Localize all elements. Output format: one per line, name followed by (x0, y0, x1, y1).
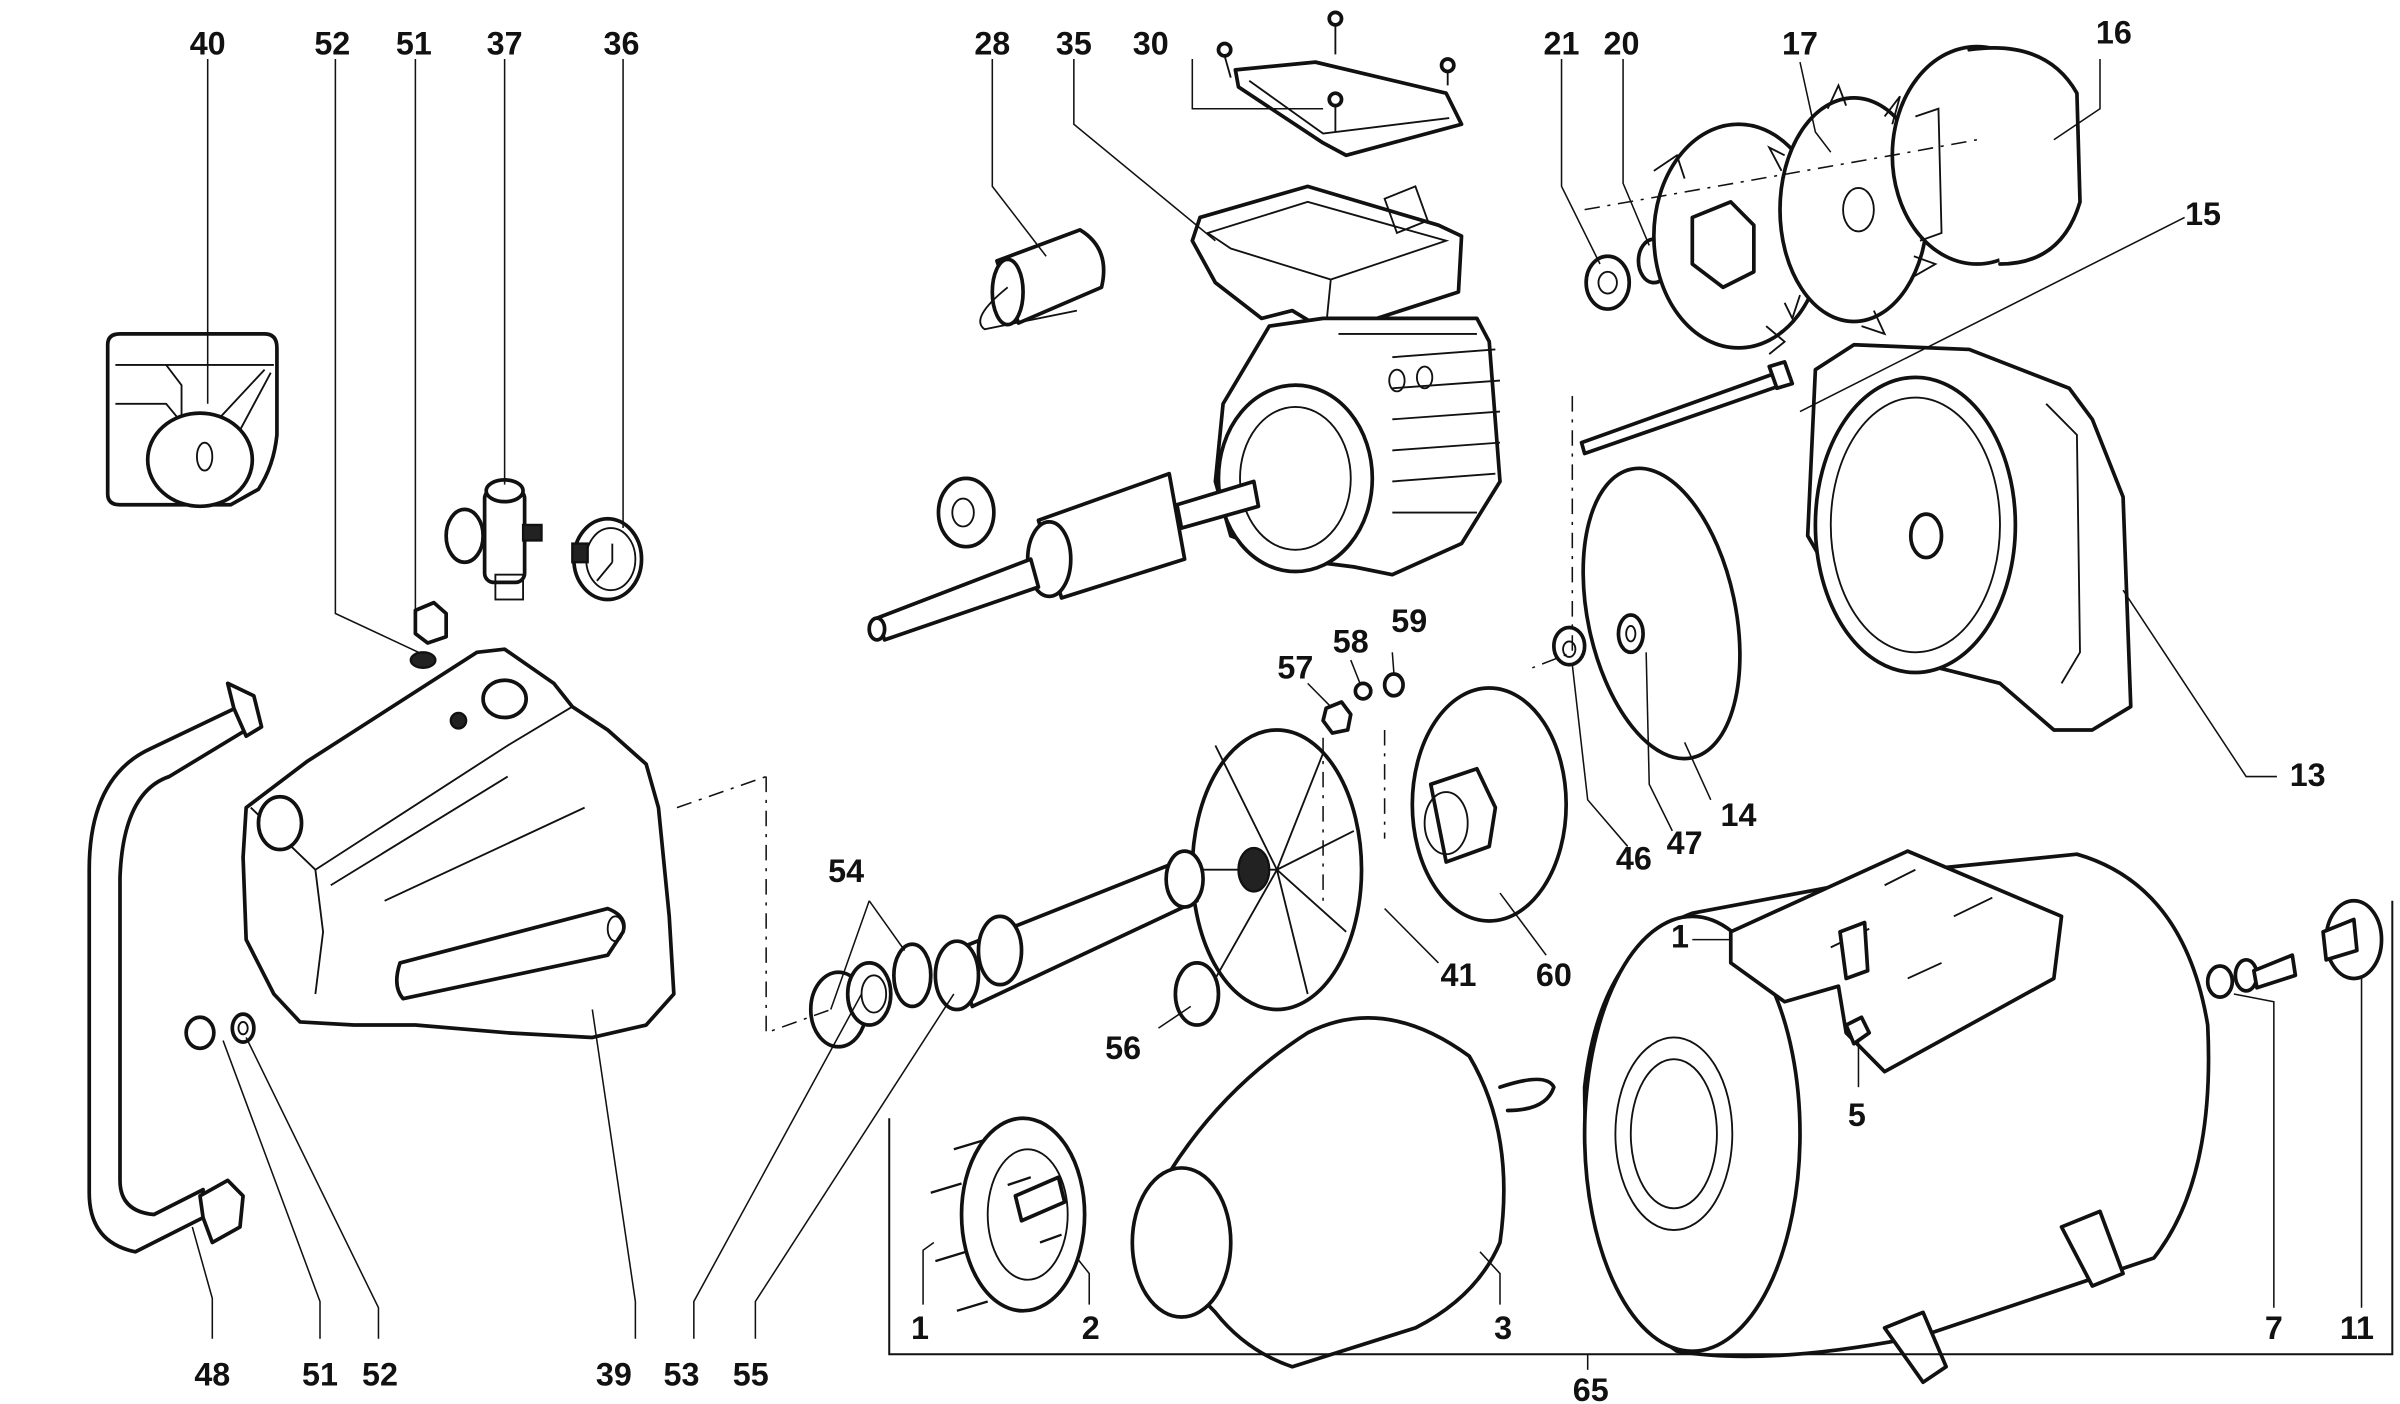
part-54-o-rings (892, 942, 933, 1009)
part-58-spring-washer (1353, 681, 1373, 701)
part-48-connecting-pipe (87, 681, 264, 1254)
label-part-17: 17 (1782, 25, 1818, 61)
part-57-impeller-nut (1321, 700, 1353, 735)
part-51-plug-screw-top (409, 600, 449, 669)
label-part-37: 37 (487, 25, 523, 61)
part-56-o-ring (1173, 961, 1221, 1027)
label-part-58: 58 (1333, 623, 1369, 659)
part-28-capacitor (979, 227, 1106, 331)
label-part-3: 3 (1494, 1310, 1512, 1346)
part-60-impeller (1410, 686, 1568, 923)
label-part-51-top: 51 (396, 25, 432, 61)
label-part-65: 65 (1573, 1372, 1609, 1404)
label-part-41: 41 (1440, 957, 1476, 993)
label-part-55: 55 (733, 1356, 769, 1392)
part-37-fitting (444, 478, 543, 601)
label-part-16: 16 (2096, 14, 2132, 50)
label-part-40: 40 (190, 25, 226, 61)
part-motor-housing (1213, 316, 1502, 577)
label-part-1-screw: 1 (911, 1310, 929, 1346)
part-21-ball-bearing (1584, 254, 1632, 311)
label-part-14: 14 (1720, 797, 1756, 833)
part-11-valve-cap (2321, 898, 2384, 981)
part-55-venturi-tube (933, 849, 1205, 1012)
part-2-tank-flange (930, 1116, 1087, 1313)
tank-assembly-bracket (888, 900, 2394, 1356)
leader-lines (191, 59, 2363, 1370)
label-part-46: 46 (1616, 841, 1652, 877)
label-part-56: 56 (1105, 1030, 1141, 1066)
label-part-20: 20 (1604, 25, 1640, 61)
part-1-tank-bracket (1728, 849, 2064, 1074)
label-part-15: 15 (2185, 196, 2221, 232)
part-59-washer (1382, 672, 1405, 698)
label-part-7: 7 (2265, 1310, 2283, 1346)
part-51-plug-screw-bottom (184, 1012, 256, 1051)
label-part-28: 28 (974, 25, 1010, 61)
part-front-bearing (936, 476, 996, 549)
label-part-52-top: 52 (314, 25, 350, 61)
part-36-pressure-gauge (571, 516, 644, 602)
part-53-ejector-nozzle (808, 961, 893, 1049)
label-part-51-bottom: 51 (302, 1356, 338, 1392)
part-47-mechanical-seal (1616, 613, 1645, 655)
label-part-52-bottom: 52 (362, 1356, 398, 1392)
label-part-60: 60 (1536, 957, 1572, 993)
label-part-30: 30 (1133, 25, 1169, 61)
label-part-21: 21 (1544, 25, 1580, 61)
part-15-tie-rod (1579, 360, 1795, 456)
part-7-air-valve (2205, 953, 2298, 999)
label-part-39: 39 (596, 1356, 632, 1392)
label-part-13: 13 (2290, 757, 2326, 793)
part-3-diaphragm (1130, 1016, 1556, 1369)
part-16-fan-cover (1890, 44, 2082, 266)
label-part-2: 2 (1082, 1310, 1100, 1346)
label-part-1-bracket: 1 (1671, 918, 1689, 954)
label-part-5: 5 (1848, 1097, 1866, 1133)
label-part-36: 36 (604, 25, 640, 61)
part-35-terminal-box (1190, 184, 1464, 332)
label-part-54: 54 (828, 853, 864, 889)
label-part-35: 35 (1056, 25, 1092, 61)
label-part-11: 11 (2340, 1310, 2374, 1346)
part-46-seal-counterpart (1552, 625, 1587, 667)
part-41-diffuser (1190, 728, 1364, 1012)
label-part-57: 57 (1277, 650, 1313, 686)
label-part-47: 47 (1667, 825, 1703, 861)
part-40-pump-cover (105, 332, 279, 509)
label-part-48: 48 (194, 1356, 230, 1392)
assembly-axis-lines (676, 139, 1978, 1034)
part-labels: 40 52 51 37 36 28 35 30 21 20 17 16 15 1… (190, 14, 2374, 1404)
part-30-terminal-cover (1216, 10, 1464, 158)
part-5-nut (1844, 1015, 1872, 1046)
part-13-motor-bracket (1805, 342, 2133, 732)
label-part-59: 59 (1391, 603, 1427, 639)
label-part-53: 53 (664, 1356, 700, 1392)
part-14-o-ring (1581, 466, 1742, 761)
part-motor-rotor-shaft (867, 471, 1261, 642)
part-39-pump-body (241, 647, 676, 1040)
